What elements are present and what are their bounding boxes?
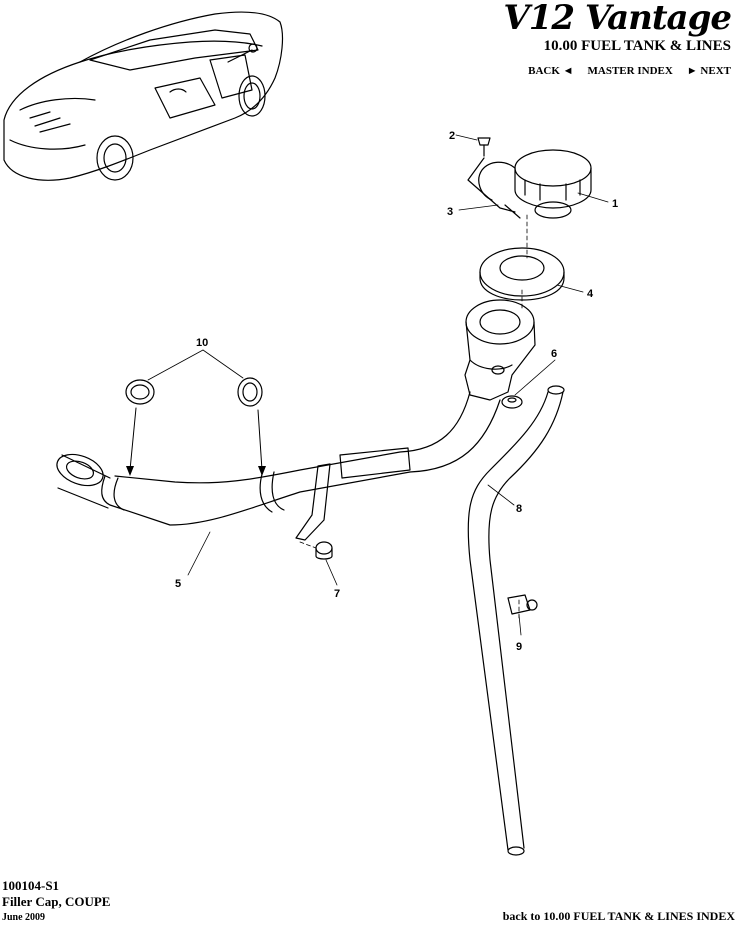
screw-part xyxy=(477,137,491,157)
footer-info: 100104-S1 Filler Cap, COUPE June 2009 xyxy=(2,878,110,926)
nav-bar: BACK ◄ MASTER INDEX ► NEXT xyxy=(528,65,731,77)
callout-1: 1 xyxy=(612,198,618,210)
hose-clamps-part xyxy=(125,377,263,407)
callout-3: 3 xyxy=(447,206,453,218)
brand-logo: V12 Vantage xyxy=(503,0,732,38)
back-to-index-link[interactable]: back to 10.00 FUEL TANK & LINES INDEX xyxy=(502,909,735,923)
filler-neck xyxy=(464,299,536,401)
callout-labels: 2 1 3 4 6 10 8 5 7 9 xyxy=(175,130,618,653)
car-illustration xyxy=(3,11,284,181)
callout-9: 9 xyxy=(516,641,522,653)
callout-8: 8 xyxy=(516,503,522,515)
next-link[interactable]: ► NEXT xyxy=(686,65,731,77)
callout-2: 2 xyxy=(449,130,455,142)
callout-7: 7 xyxy=(334,588,340,600)
tether-part xyxy=(467,157,521,219)
filler-pipe-part xyxy=(56,391,501,526)
grommet-part xyxy=(501,395,523,409)
callout-5: 5 xyxy=(175,578,181,590)
part-code: 100104-S1 xyxy=(2,878,60,893)
callout-10: 10 xyxy=(196,337,208,349)
bracket-part xyxy=(295,463,331,541)
section-title: 10.00 FUEL TANK & LINES xyxy=(543,38,731,54)
back-link[interactable]: BACK ◄ xyxy=(528,65,574,77)
callout-6: 6 xyxy=(551,348,557,360)
master-index-link[interactable]: MASTER INDEX xyxy=(587,65,673,77)
vent-hose-part xyxy=(467,385,565,856)
clip-part xyxy=(507,594,538,615)
part-description: Filler Cap, COUPE xyxy=(2,894,111,909)
callout-4: 4 xyxy=(587,288,594,300)
filler-cap-part xyxy=(478,149,592,219)
publication-date: June 2009 xyxy=(2,912,46,923)
bolt-part xyxy=(315,541,333,560)
